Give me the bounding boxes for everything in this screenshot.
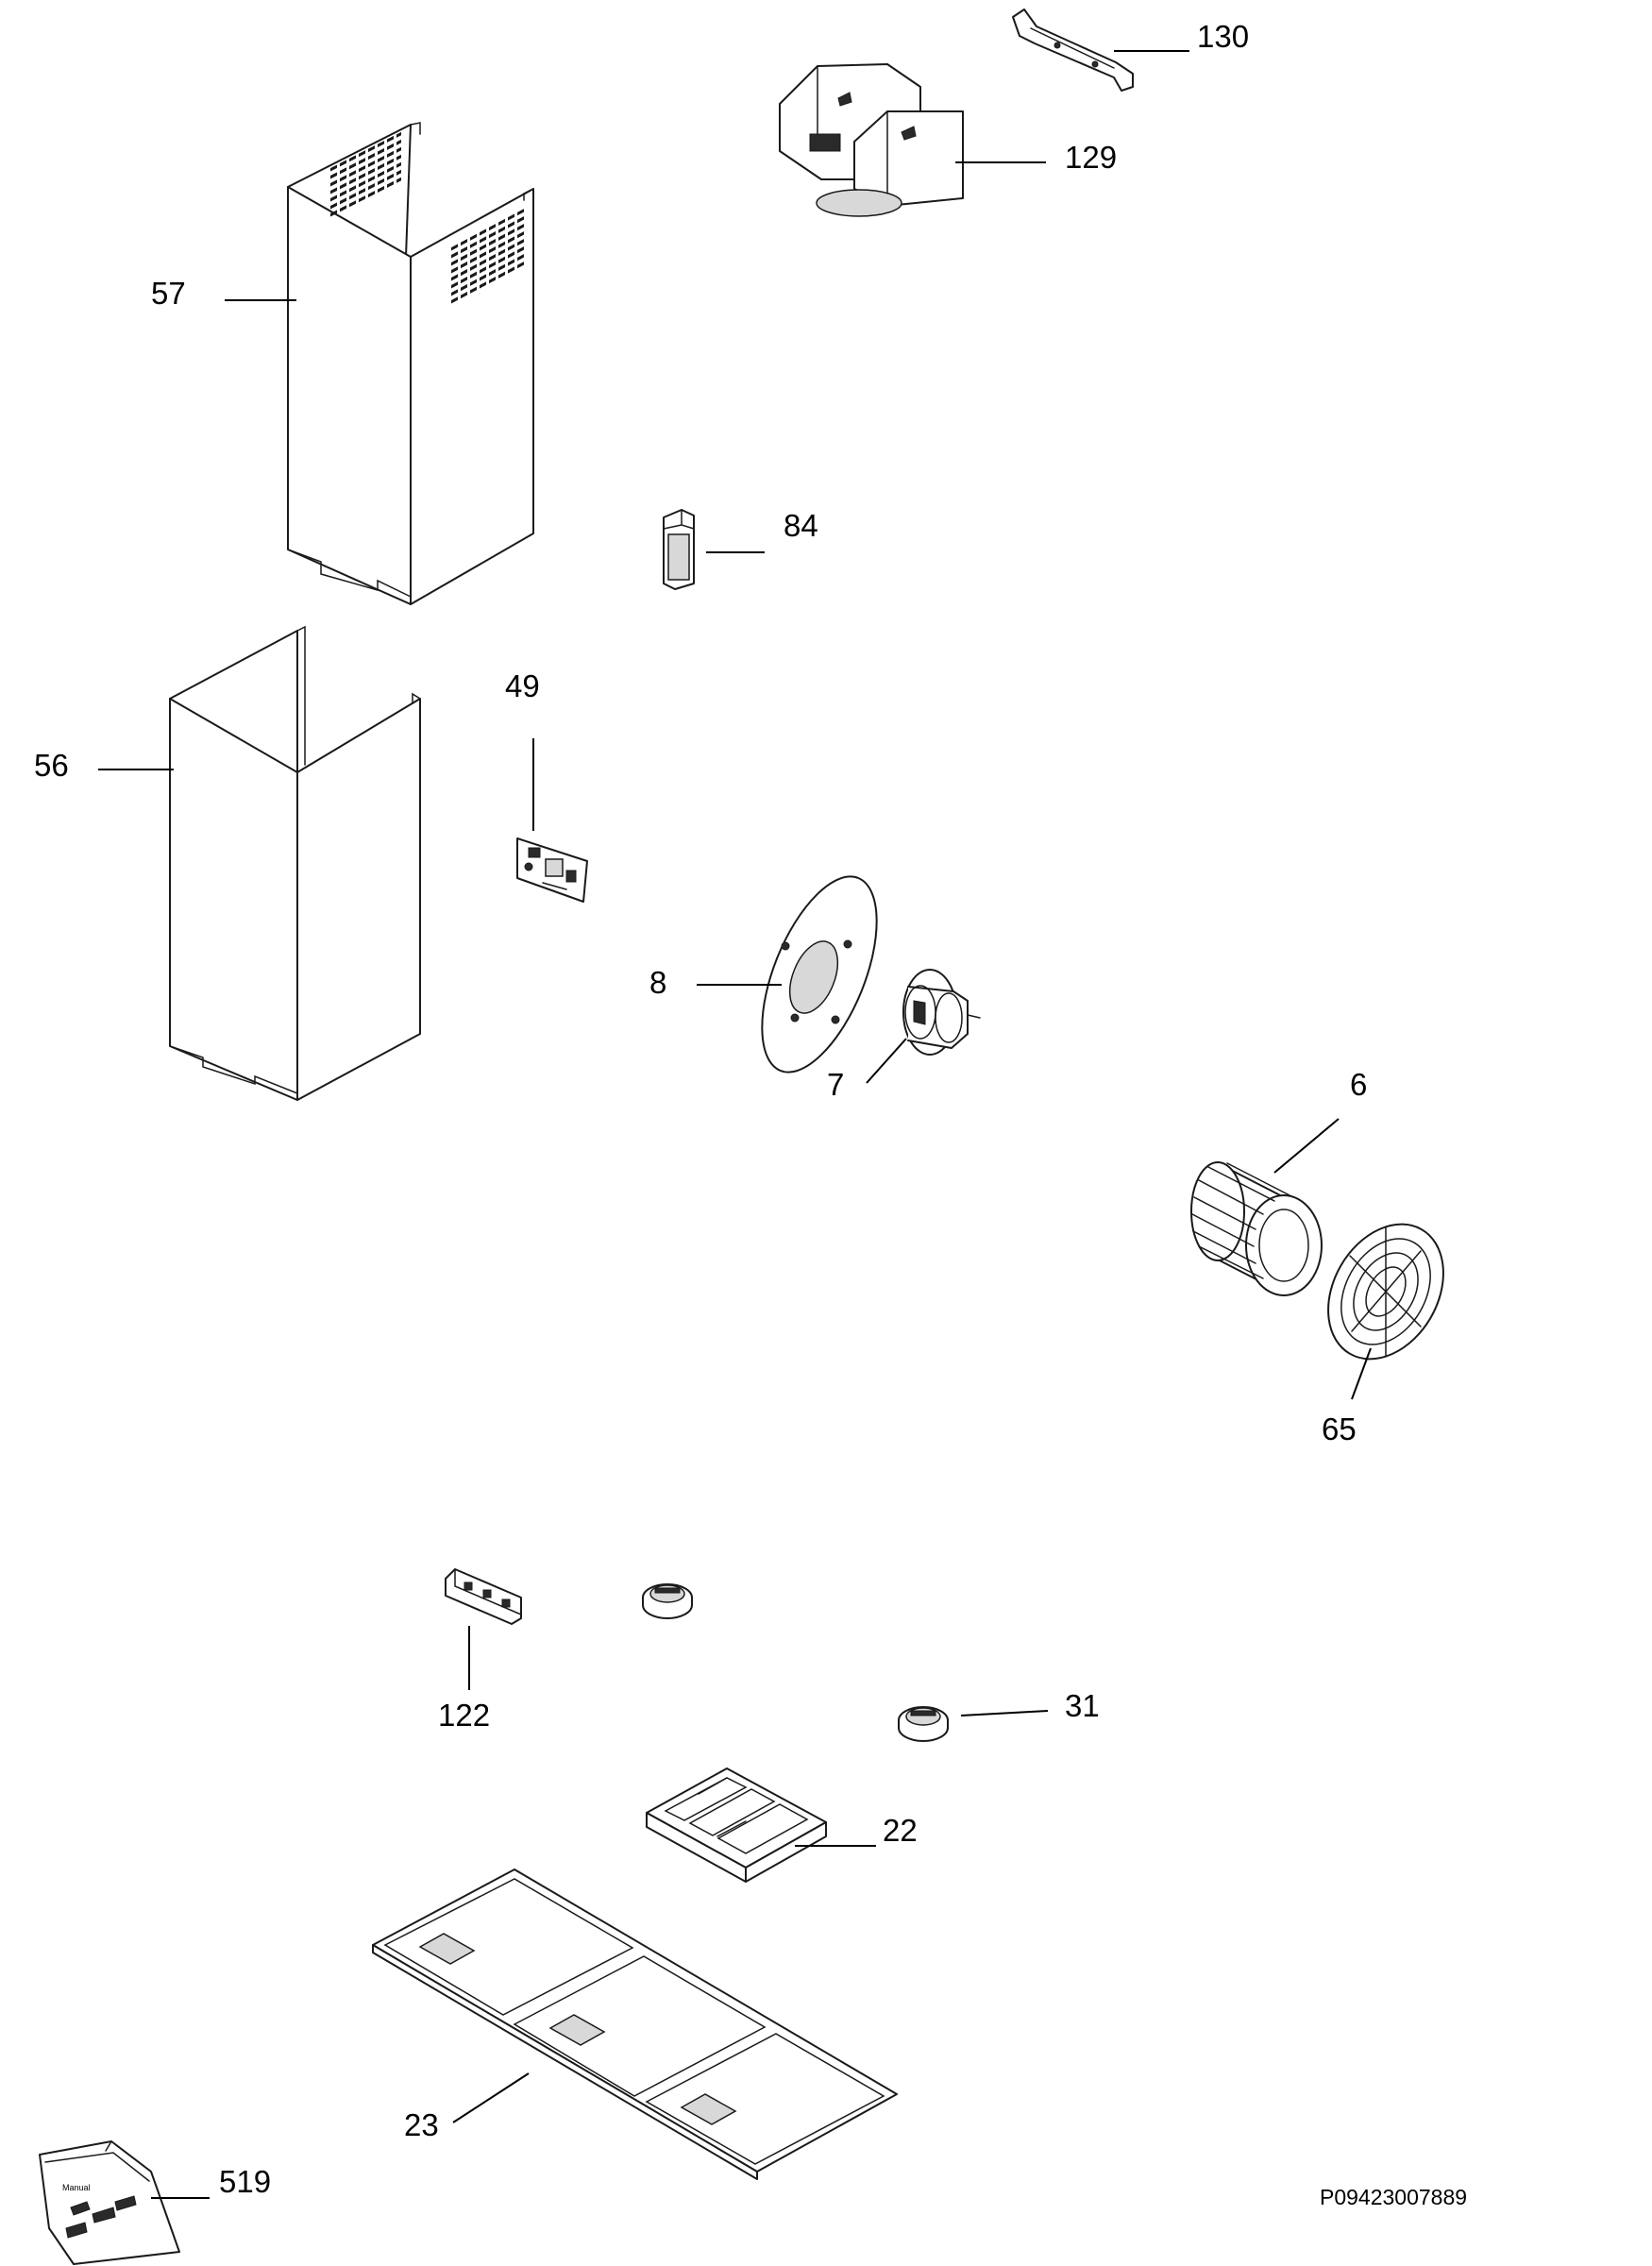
label-130: 130 [1197,19,1249,54]
label-49: 49 [505,668,540,703]
part-57-upper-chimney[interactable] [287,122,534,605]
label-57: 57 [151,276,186,311]
leader-23 [452,2072,530,2123]
part-31-knob[interactable] [898,1706,949,1742]
bag-label: Manual [62,2183,91,2192]
label-519: 519 [219,2164,271,2199]
part-23-grease-filters[interactable] [372,1869,898,2180]
label-23: 23 [404,2107,439,2142]
part-122-control-strip[interactable] [445,1568,522,1625]
leader-31 [960,1710,1049,1716]
knob-upper[interactable] [642,1583,693,1619]
part-49-pcb[interactable] [516,837,588,903]
reference-code: P09423007889 [1320,2185,1467,2209]
leader-65 [1351,1347,1372,1400]
part-519-accessory-bag[interactable]: Manual [39,2140,180,2265]
leader-6 [1273,1118,1340,1174]
label-56: 56 [34,748,69,783]
part-65-inlet-grille[interactable] [1305,1204,1466,1380]
part-56-lower-chimney[interactable] [169,625,421,1101]
label-31: 31 [1065,1688,1100,1723]
label-84: 84 [784,508,818,543]
label-8: 8 [649,965,666,1000]
part-130-bracket[interactable] [1012,8,1134,92]
part-84-switch[interactable] [663,509,695,590]
part-7-motor[interactable] [902,969,981,1056]
label-7: 7 [827,1067,844,1102]
leader-7 [866,1038,907,1084]
part-8-mount-plate[interactable] [738,861,900,1088]
label-65: 65 [1322,1412,1357,1446]
label-122: 122 [438,1698,490,1733]
part-129-diverter[interactable] [779,63,964,217]
part-22-carbon-filter[interactable] [646,1767,827,1883]
label-22: 22 [883,1813,918,1848]
label-6: 6 [1350,1067,1367,1102]
label-129: 129 [1065,140,1117,175]
part-6-blower-wheel[interactable] [1190,1161,1323,1296]
